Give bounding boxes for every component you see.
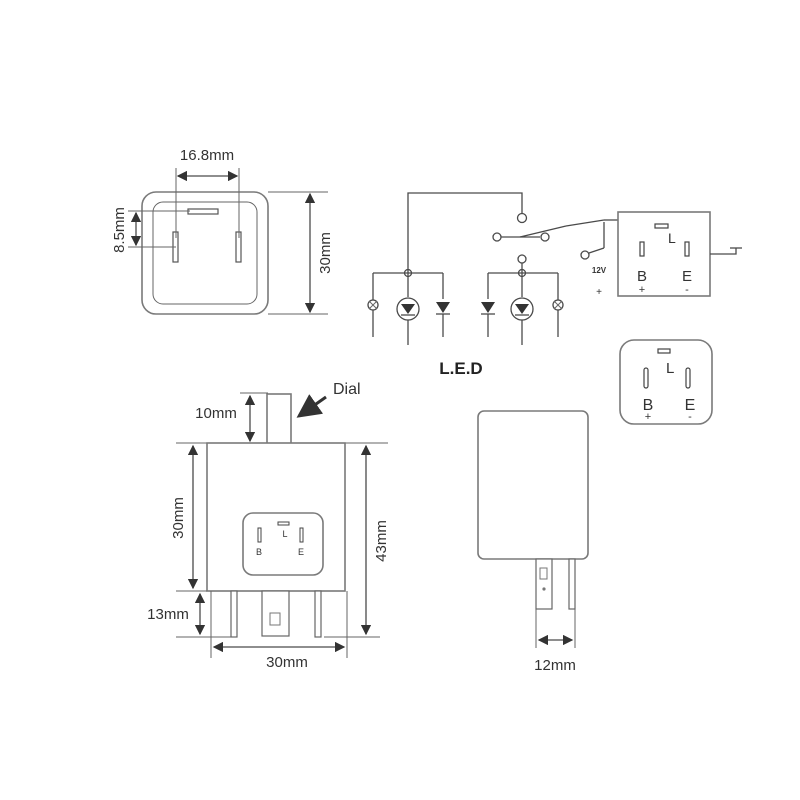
pin-layout-l-label: L — [666, 360, 674, 377]
front-view-pin-e — [314, 590, 322, 638]
led-label: L.E.D — [439, 359, 482, 378]
schematic-pin-b-label: B — [637, 268, 647, 285]
front-view-pin-l-label: L — [282, 529, 287, 539]
switch-terminal-right — [540, 232, 550, 242]
pin-layout-housing — [619, 339, 713, 425]
front-view-body-height-label: 30mm — [170, 497, 187, 539]
top-view-inner-outline — [152, 201, 258, 305]
pin-layout-view: L B E + - — [619, 339, 713, 425]
dial-pointer-arrow — [296, 394, 327, 418]
side-view-housing — [477, 410, 589, 560]
schematic-pin-e-polarity: - — [685, 284, 689, 296]
wiring-schematic: L.E.D L B E + - 12V + — [367, 192, 742, 378]
schematic-pin-e-label: E — [682, 268, 692, 285]
top-view-pin-gap-label: 8.5mm — [111, 207, 128, 253]
front-view-width-label: 30mm — [266, 654, 308, 671]
front-view-pin-b-label: B — [256, 547, 262, 557]
front-view-pin-length-label: 13mm — [147, 606, 189, 623]
schematic-pin-l-label: L — [668, 230, 676, 246]
side-view: 12mm — [477, 410, 589, 674]
schematic-feed-wire — [407, 192, 523, 273]
top-view-housing — [141, 191, 269, 315]
pin-layout-e-label: E — [685, 397, 696, 414]
led-3 — [481, 302, 495, 313]
led-2 — [436, 302, 450, 313]
side-view-pin-back — [568, 558, 576, 610]
side-view-pin-front — [535, 558, 553, 610]
switch-terminal-lower — [517, 254, 527, 264]
front-view-pin-b — [230, 590, 238, 638]
front-view: Dial 10mm L B E 30mm 13mm 43mm — [147, 381, 390, 671]
dial-label: Dial — [333, 381, 361, 398]
pin-layout-e-polarity: - — [688, 411, 692, 423]
top-view-pin-l — [187, 208, 219, 215]
front-view-total-height-label: 43mm — [373, 520, 390, 562]
switch-lever — [519, 225, 567, 238]
pin-layout-b-label: B — [643, 397, 654, 414]
schematic-pin-b-polarity: + — [639, 284, 645, 296]
top-view: 16.8mm 8.5mm 30mm — [111, 147, 334, 315]
dial-height-label: 10mm — [195, 405, 237, 422]
top-view-height-label: 30mm — [317, 232, 334, 274]
side-view-depth-label: 12mm — [534, 657, 576, 674]
switch-terminal-top — [516, 212, 528, 224]
top-view-width-label: 16.8mm — [180, 147, 234, 164]
dial-knob — [266, 393, 292, 445]
front-view-pin-e-label: E — [298, 547, 304, 557]
schematic-ground-wire — [710, 248, 737, 255]
schematic-voltage-label: 12V — [592, 266, 607, 275]
switch-terminal-left — [492, 232, 502, 242]
pin-layout-b-polarity: + — [645, 411, 651, 423]
schematic-plus-label: + — [596, 287, 602, 298]
